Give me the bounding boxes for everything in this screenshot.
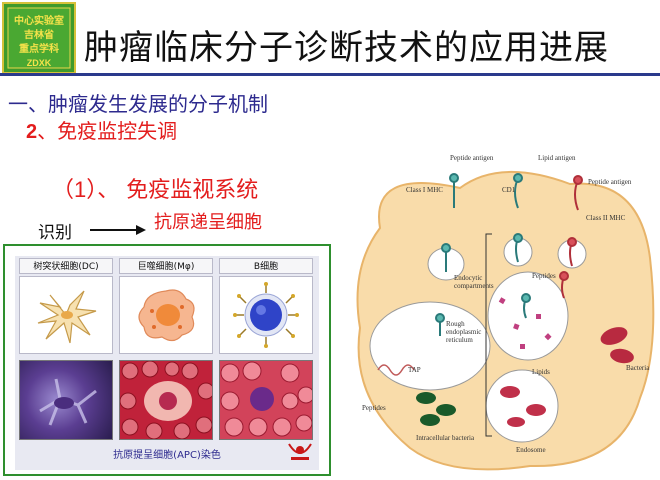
topic-text: 、 免疫监视系统 bbox=[97, 178, 259, 203]
label-peptides-top: Peptides bbox=[532, 272, 556, 280]
panel-caption: 抗原提呈细胞(APC)染色 bbox=[113, 450, 221, 461]
label-class1-mhc: Class I MHC bbox=[406, 186, 443, 194]
brand-logo-icon bbox=[288, 443, 312, 460]
apc-panel-inner: 树突状细胞(DC) 巨噬细胞(Mφ) B细胞 bbox=[15, 256, 319, 470]
dc-micrograph-image bbox=[39, 378, 97, 426]
macrophage-icon bbox=[138, 289, 195, 342]
label-compartments: compartments bbox=[454, 282, 494, 290]
subsection-text: 、免疫监控失调 bbox=[37, 119, 178, 143]
label-peptide-antigen-2: Peptide antigen bbox=[588, 178, 632, 186]
antigen-presentation-diagram: Peptide antigen Lipid antigen Peptide an… bbox=[356, 154, 655, 471]
title-divider bbox=[0, 73, 660, 76]
label-cd1: CD1 bbox=[502, 186, 516, 194]
column-header-bcell: B细胞 bbox=[219, 258, 313, 274]
label-endoplasmic: endoplasmic bbox=[446, 328, 481, 336]
label-endocytic: Endocytic bbox=[454, 274, 482, 282]
label-peptides-bottom: Peptides bbox=[362, 404, 386, 412]
recognize-label: 识别 bbox=[38, 223, 72, 243]
label-lipid-antigen: Lipid antigen bbox=[538, 154, 576, 162]
column-header-macrophage: 巨噬细胞(Mφ) bbox=[119, 258, 213, 274]
label-peptide-antigen-1: Peptide antigen bbox=[450, 154, 494, 162]
endosome-vesicle bbox=[485, 369, 559, 443]
apc-label: 抗原递呈细胞 bbox=[154, 212, 262, 233]
dc-micrograph bbox=[19, 360, 113, 440]
topic-number: （1） bbox=[52, 177, 98, 202]
er-vesicle bbox=[369, 301, 491, 391]
macrophage-micrograph bbox=[119, 360, 215, 440]
label-class2-mhc: Class II MHC bbox=[586, 214, 626, 222]
subsection-heading: 2、免疫监控失调 bbox=[26, 115, 177, 144]
b-cell-illustration bbox=[219, 276, 313, 354]
macrophage-illustration bbox=[119, 276, 213, 354]
b-cell-icon bbox=[233, 282, 299, 348]
logo-text-4: ZDXK bbox=[27, 58, 52, 68]
label-tap: TAP bbox=[408, 366, 421, 374]
dendritic-cell-illustration bbox=[19, 276, 113, 354]
right-arrow-icon bbox=[90, 225, 146, 235]
label-endosome: Endosome bbox=[516, 446, 546, 454]
label-rough: Rough bbox=[446, 320, 465, 328]
dendritic-cell-icon bbox=[37, 290, 97, 344]
column-header-dc: 树突状细胞(DC) bbox=[19, 258, 113, 274]
apc-staining-panel: 树突状细胞(DC) 巨噬细胞(Mφ) B细胞 bbox=[3, 244, 331, 476]
topic-heading: （1）、 免疫监视系统 bbox=[52, 172, 258, 204]
label-bacteria: Bacteria bbox=[626, 364, 650, 372]
subsection-number: 2 bbox=[26, 121, 38, 143]
logo-text-2: 吉林省 bbox=[24, 28, 54, 41]
peptide-vesicle bbox=[487, 271, 569, 361]
bcell-micrograph bbox=[219, 360, 315, 440]
logo-text-1: 中心实验室 bbox=[14, 14, 64, 27]
lab-logo: 中心实验室 吉林省 重点学科 ZDXK bbox=[2, 2, 76, 74]
bcell-micrograph-image bbox=[220, 361, 315, 437]
label-reticulum: reticulum bbox=[446, 336, 473, 344]
label-lipids: Lipids bbox=[532, 368, 550, 376]
slide-title: 肿瘤临床分子诊断技术的应用进展 bbox=[84, 28, 609, 68]
macrophage-micrograph-image bbox=[119, 360, 215, 440]
logo-text-3: 重点学科 bbox=[19, 42, 59, 55]
label-intracellular-bacteria: Intracellular bacteria bbox=[416, 434, 475, 442]
section-heading: 一、肿瘤发生发展的分子机制 bbox=[8, 92, 268, 116]
